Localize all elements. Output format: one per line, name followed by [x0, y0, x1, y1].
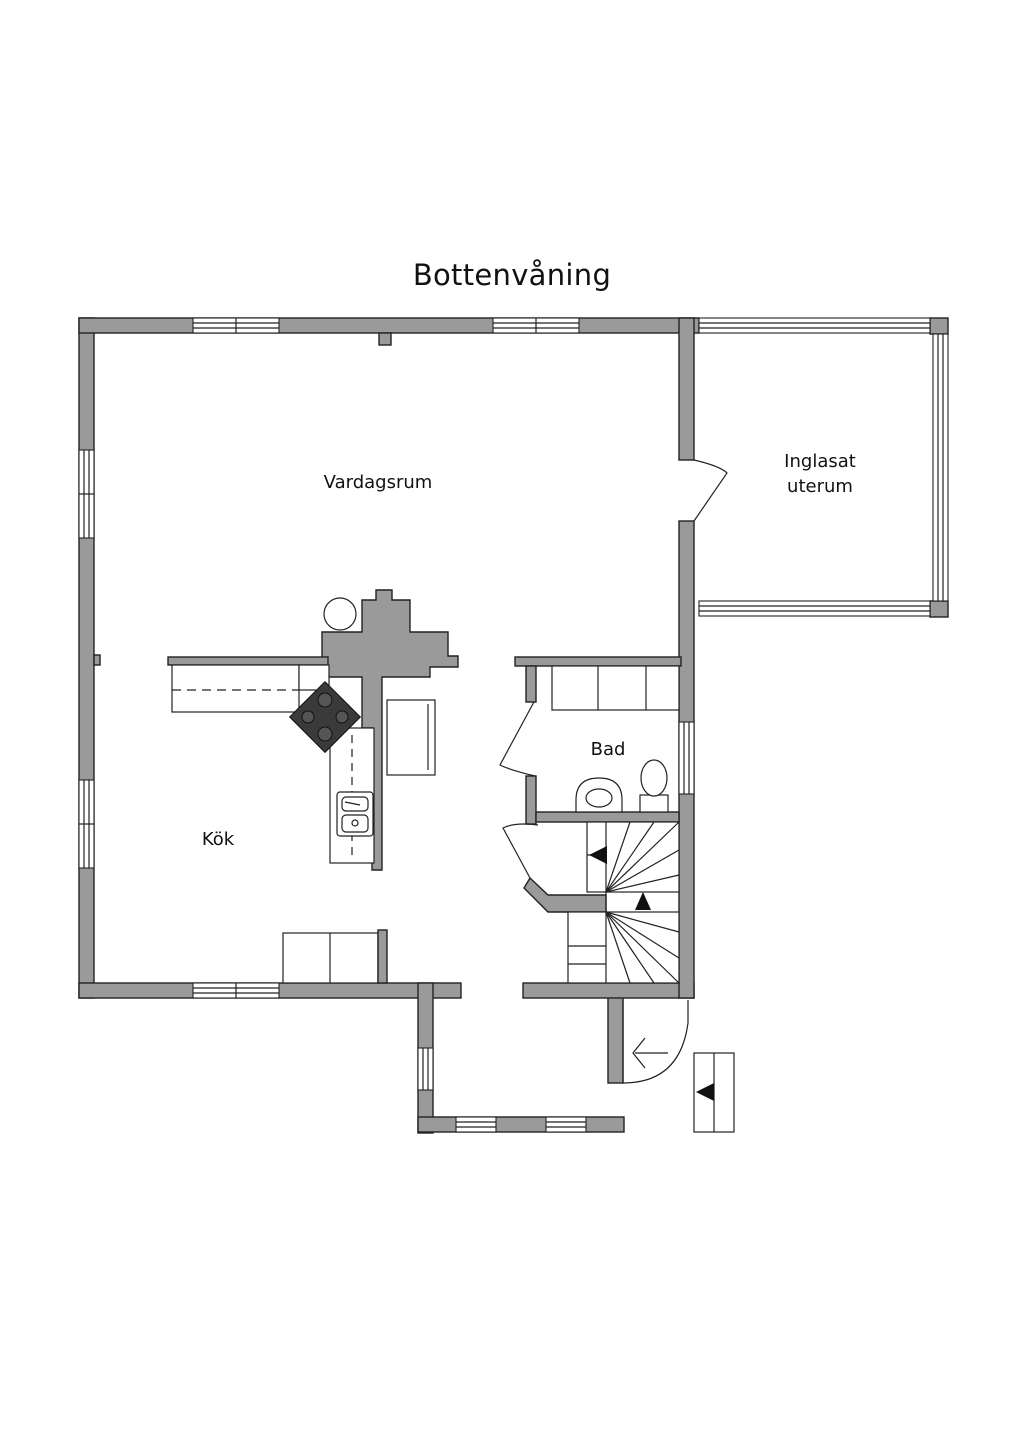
room-label-kok: Kök — [201, 829, 235, 850]
staircase — [523, 821, 735, 1133]
fireplace — [321, 589, 459, 871]
outer-walls — [78, 317, 949, 1134]
room-label-vardagsrum: Vardagsrum — [323, 472, 433, 493]
windows — [78, 317, 949, 1133]
floor-title: Bottenvåning — [412, 258, 612, 292]
bathroom-fixtures — [514, 656, 682, 825]
room-label-bad: Bad — [590, 739, 626, 760]
kitchen-fixtures — [167, 656, 436, 984]
room-label-uterum: Inglasat uterum — [784, 451, 856, 497]
